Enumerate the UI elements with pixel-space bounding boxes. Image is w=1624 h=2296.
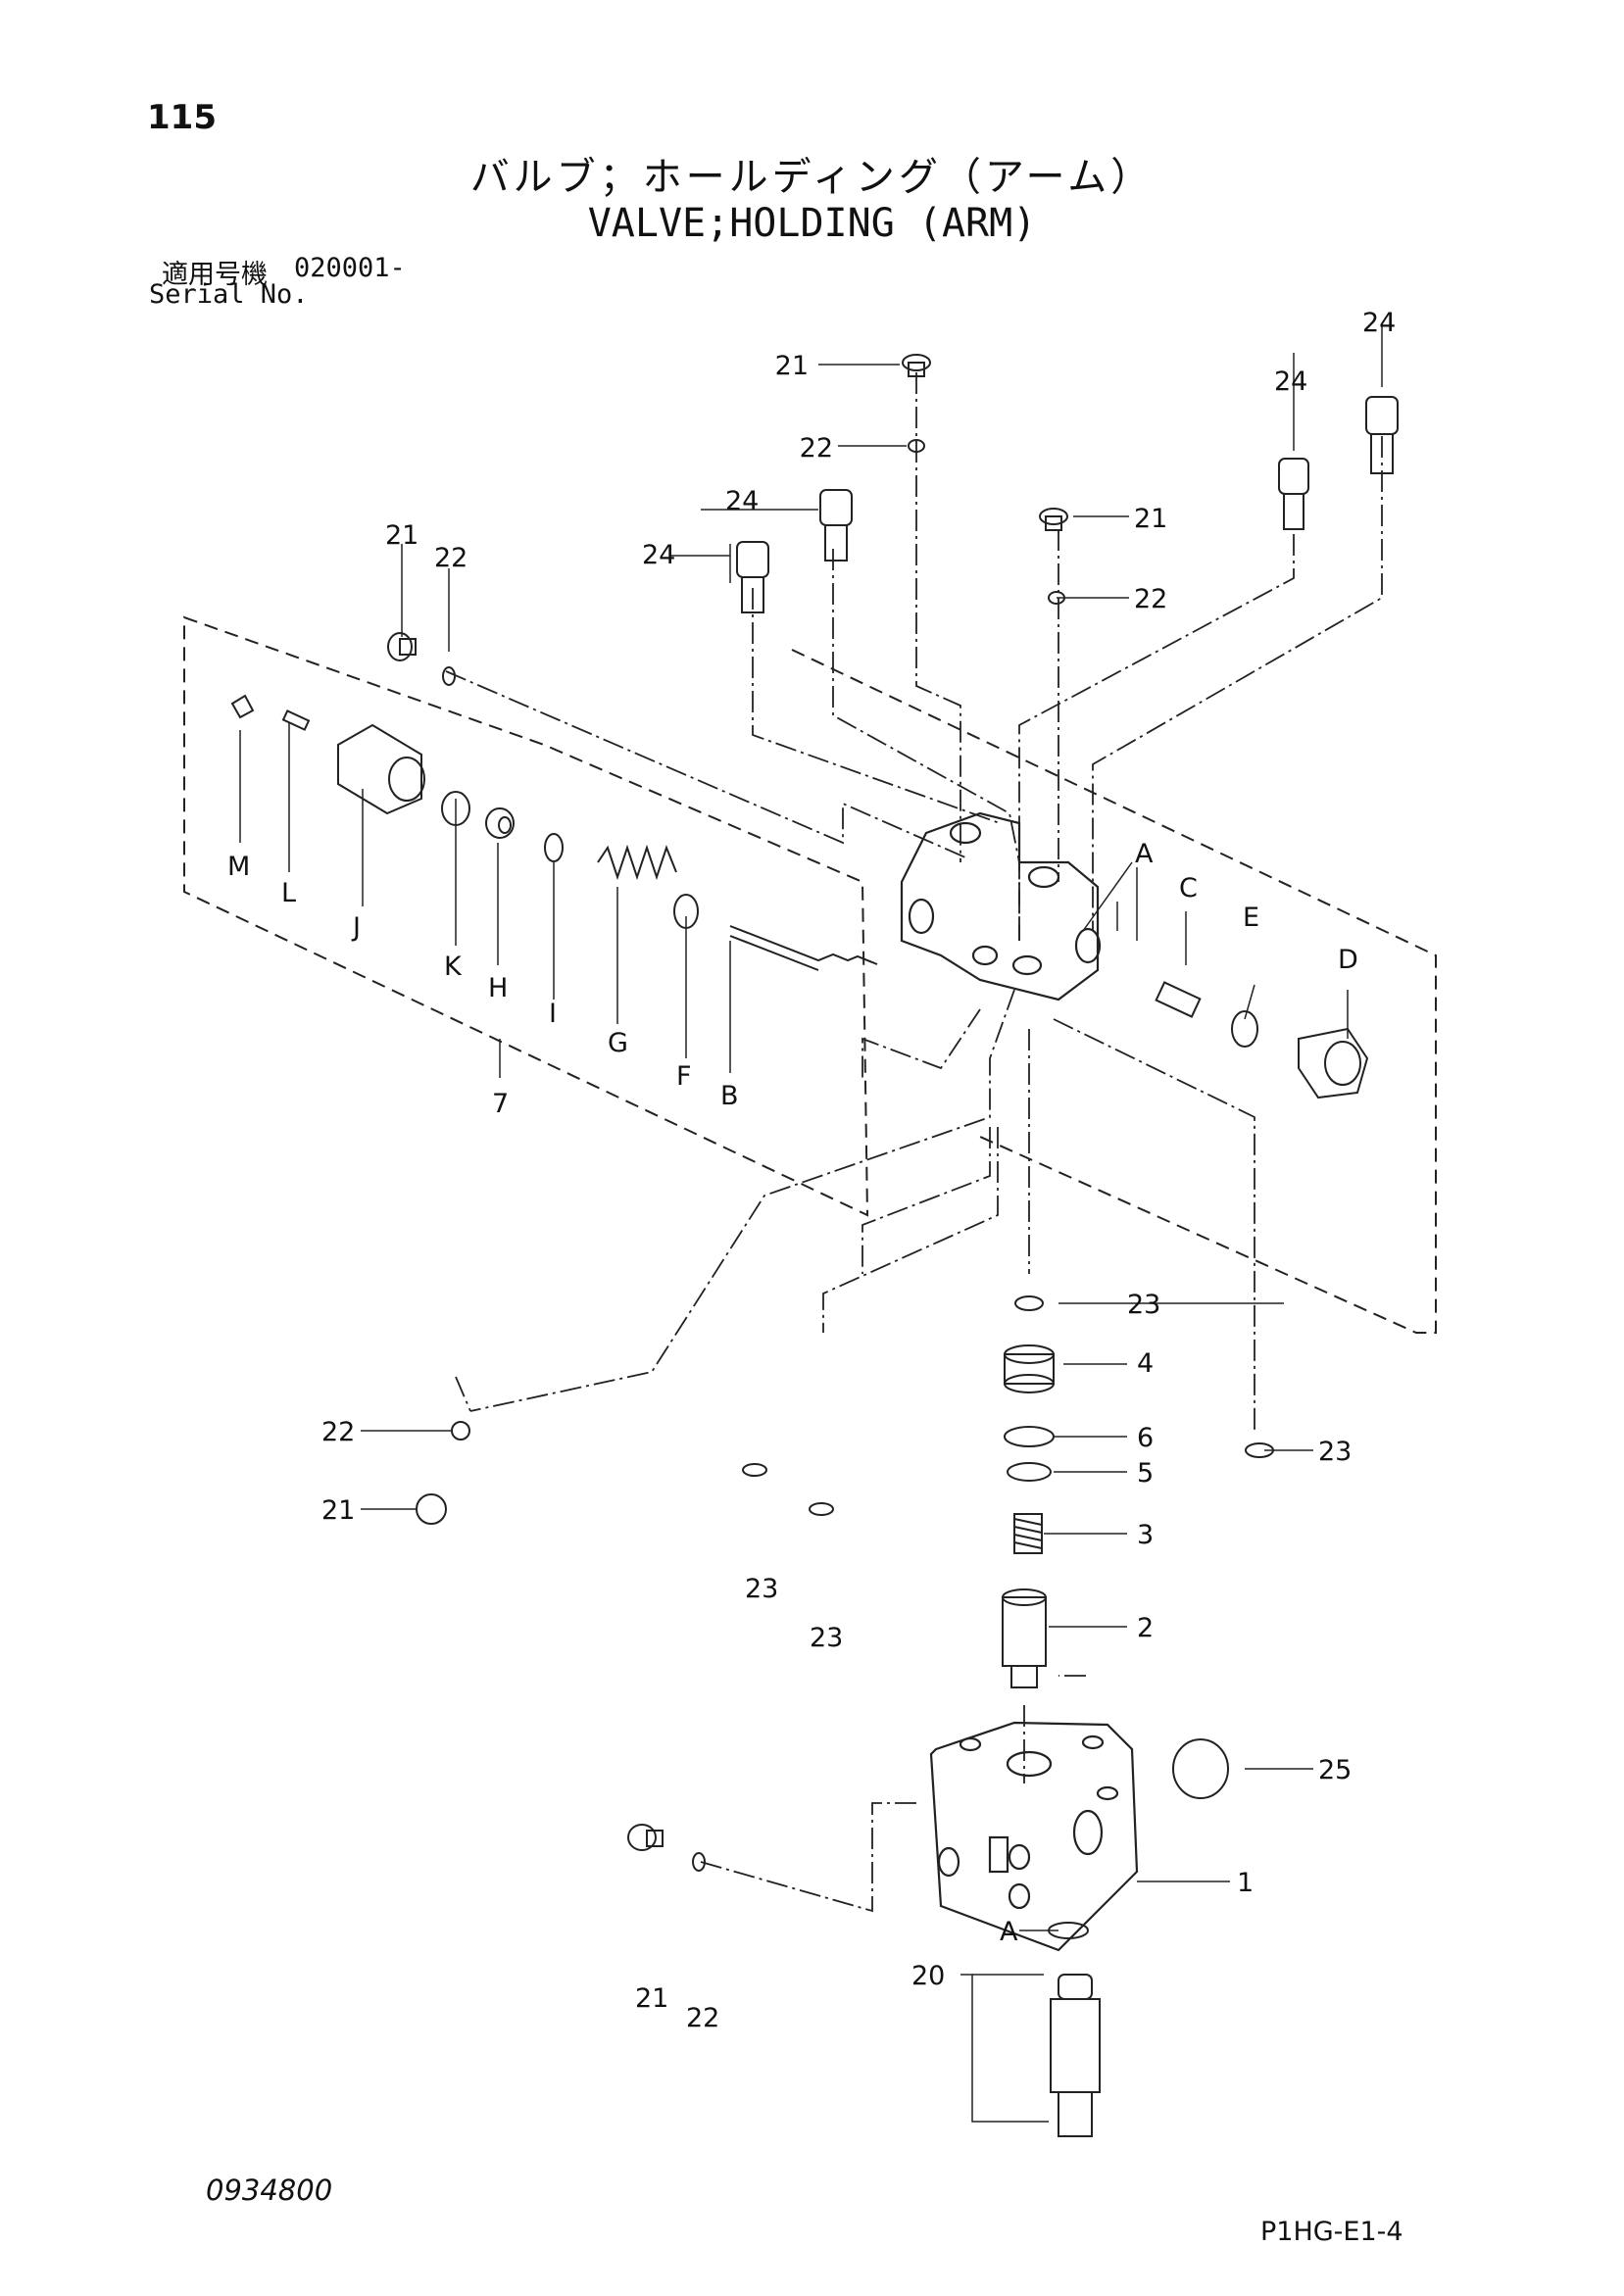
part-6-ring xyxy=(1004,1426,1055,1447)
part-labels: 21 22 21 22 24 24 24 24 21 22 M L J K H … xyxy=(227,308,1396,2033)
label-i: I xyxy=(549,999,557,1029)
label-22: 22 xyxy=(434,543,468,573)
o-ring-23-stack xyxy=(1014,1295,1044,1311)
part-20-relief-valve xyxy=(1050,1974,1101,2137)
label-22: 22 xyxy=(686,2003,719,2033)
bolt-24-c xyxy=(1278,458,1309,530)
plug-21-left xyxy=(387,632,417,661)
plug-21-middle xyxy=(1039,508,1068,531)
label-h: H xyxy=(488,973,508,1003)
dashed-assembly-outline xyxy=(183,615,1437,1334)
label-21: 21 xyxy=(1134,504,1167,534)
label-24: 24 xyxy=(642,540,675,570)
label-e: E xyxy=(1243,903,1259,933)
label-l: L xyxy=(281,878,296,908)
label-24: 24 xyxy=(1362,308,1396,338)
title-japanese: バルブ；ホールディング（アーム） xyxy=(469,155,1155,200)
o-ring-22-top xyxy=(908,439,925,453)
document-number: 0934800 xyxy=(206,2174,333,2207)
label-b: B xyxy=(720,1081,739,1111)
label-21: 21 xyxy=(635,1983,668,2014)
o-ring-5 xyxy=(1007,1462,1052,1482)
label-21: 21 xyxy=(385,520,418,551)
label-22: 22 xyxy=(321,1417,355,1447)
o-ring-22-lower xyxy=(451,1421,470,1441)
o-ring-22-bottom xyxy=(692,1852,706,1872)
o-ring-25 xyxy=(1172,1738,1229,1799)
label-22: 22 xyxy=(1134,584,1167,614)
label-21: 21 xyxy=(321,1495,355,1526)
part-g-spring xyxy=(597,844,677,881)
label-23: 23 xyxy=(1127,1290,1160,1320)
label-d: D xyxy=(1338,945,1358,975)
label-2: 2 xyxy=(1137,1613,1154,1643)
label-22: 22 xyxy=(800,433,833,464)
part-2-poppet xyxy=(1002,1588,1047,1688)
part-c-poppet xyxy=(1155,981,1202,1018)
label-f: F xyxy=(676,1061,692,1092)
page-code: P1HG-E1-4 xyxy=(1260,2217,1403,2247)
o-ring-22-middle xyxy=(1048,591,1065,605)
label-4: 4 xyxy=(1137,1348,1154,1379)
part-4-plug xyxy=(1004,1344,1055,1393)
plug-21-top xyxy=(902,354,931,377)
label-23: 23 xyxy=(745,1574,778,1604)
plug-21-bottom xyxy=(627,1824,664,1851)
part-j-housing xyxy=(337,723,425,815)
o-ring-i xyxy=(544,833,564,862)
page-number: 115 xyxy=(147,98,217,137)
o-ring-e xyxy=(1231,1010,1258,1048)
label-24: 24 xyxy=(725,486,759,516)
part-f-washer xyxy=(673,894,699,929)
serial-value: 020001- xyxy=(294,253,406,283)
label-k: K xyxy=(444,952,463,982)
label-6: 6 xyxy=(1137,1423,1154,1453)
part-l-screw xyxy=(281,709,311,731)
part-d-plug xyxy=(1298,1027,1369,1099)
label-a: A xyxy=(1000,1917,1018,1947)
part-h-nut xyxy=(485,807,515,839)
o-ring-23-left-a xyxy=(742,1463,767,1477)
label-a: A xyxy=(1135,839,1154,869)
label-21: 21 xyxy=(775,351,809,381)
label-j: J xyxy=(351,912,361,943)
o-ring-a-bottom xyxy=(1048,1922,1089,1939)
label-1: 1 xyxy=(1237,1868,1254,1898)
valve-block-upper xyxy=(900,811,1102,1001)
label-3: 3 xyxy=(1137,1520,1154,1550)
bolt-24-b xyxy=(819,489,853,562)
serial-label-english: Serial No. xyxy=(149,279,309,310)
o-ring-23-right xyxy=(1245,1442,1274,1458)
valve-body-1 xyxy=(929,1721,1139,1952)
o-ring-k xyxy=(441,791,470,826)
label-7: 7 xyxy=(492,1089,509,1119)
part-b-spool xyxy=(729,925,878,971)
label-20: 20 xyxy=(911,1961,945,1991)
label-24: 24 xyxy=(1274,366,1307,397)
label-23: 23 xyxy=(810,1623,843,1653)
plug-21-lower xyxy=(416,1493,447,1525)
label-c: C xyxy=(1179,873,1198,904)
label-m: M xyxy=(227,852,250,882)
o-ring-23-left-b xyxy=(809,1502,834,1516)
label-leaders xyxy=(239,323,1383,2123)
part-3-spring xyxy=(1013,1513,1043,1554)
title-english: VALVE;HOLDING (ARM) xyxy=(587,201,1037,246)
bolt-24-a xyxy=(736,541,769,613)
o-ring-22-left xyxy=(442,666,456,686)
label-g: G xyxy=(608,1028,628,1058)
label-5: 5 xyxy=(1137,1458,1154,1489)
serial-label-japanese: 適用号機 xyxy=(162,260,268,290)
leader-lines xyxy=(445,372,1383,1913)
bolt-24-d xyxy=(1365,396,1399,474)
part-m-cap xyxy=(230,694,255,719)
label-25: 25 xyxy=(1318,1755,1352,1785)
label-23: 23 xyxy=(1318,1437,1352,1467)
